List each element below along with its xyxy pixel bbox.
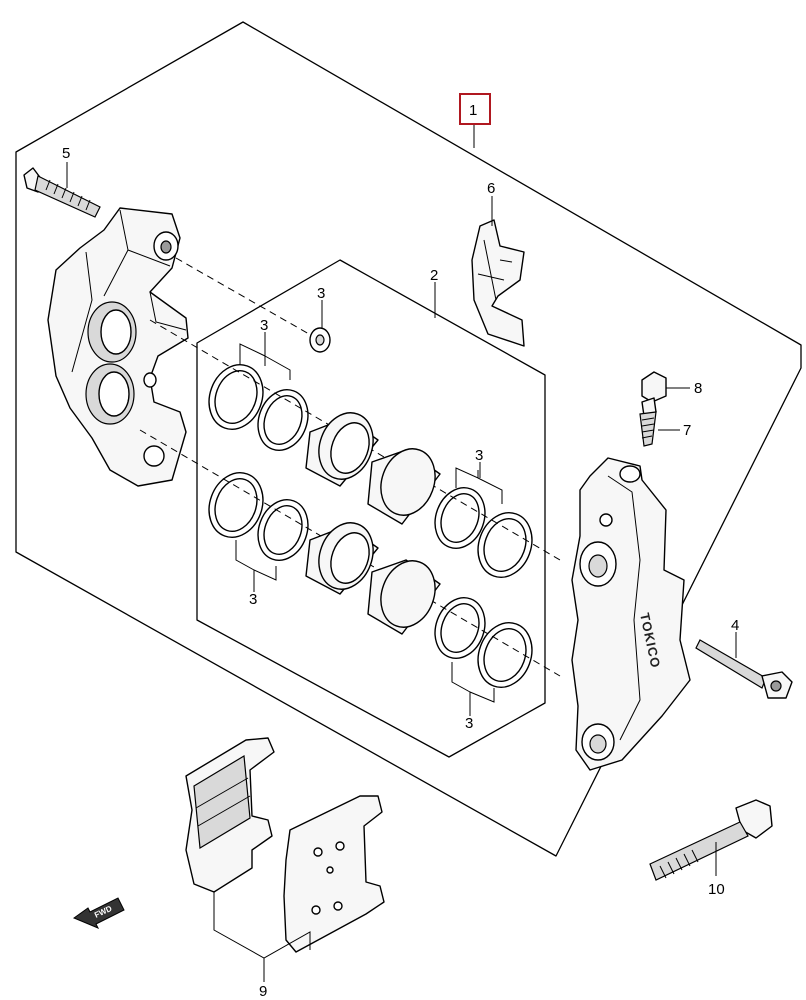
label-part-2[interactable]: 2	[430, 267, 438, 284]
alignment-line-1	[175, 257, 317, 339]
bracket-seals-top-right	[455, 467, 503, 504]
piston-upper-2[interactable]	[367, 441, 444, 525]
bleeder-cap-part-8[interactable]	[641, 371, 667, 403]
label-part-10[interactable]: 10	[708, 881, 725, 898]
assembly-outline	[15, 21, 802, 857]
piston-lower-1[interactable]	[305, 515, 382, 597]
brake-pad-rear-part-9[interactable]	[283, 795, 385, 953]
seal-rings-upper-left[interactable]	[200, 357, 316, 457]
left-caliper-body[interactable]	[47, 207, 189, 487]
label-part-3-washer[interactable]: 3	[317, 285, 325, 302]
seal-rings-lower-left[interactable]	[200, 465, 316, 567]
washer-part-3[interactable]	[309, 327, 331, 353]
seal-rings-lower-right[interactable]	[427, 591, 541, 695]
label-part-5[interactable]: 5	[62, 145, 70, 162]
pin-bolt-part-4[interactable]	[695, 639, 793, 699]
bleeder-valve-part-7[interactable]	[639, 397, 657, 447]
leader-9	[213, 892, 311, 982]
part-1-highlight-box	[459, 93, 491, 125]
piston-lower-2[interactable]	[367, 553, 444, 635]
brake-pad-front-part-9[interactable]	[185, 737, 275, 893]
right-caliper-body[interactable]: TOKICO	[571, 457, 691, 771]
bolt-part-5[interactable]	[23, 167, 101, 218]
seal-kit-outline	[196, 259, 546, 758]
seal-rings-upper-right[interactable]	[427, 481, 541, 585]
pad-spring-part-6[interactable]	[471, 219, 525, 347]
bracket-seals-bottom-left	[235, 540, 277, 581]
bracket-seals-bottom-right	[451, 662, 495, 704]
label-part-3-bottom-right[interactable]: 3	[465, 715, 473, 732]
label-part-8[interactable]: 8	[694, 380, 702, 397]
label-part-1[interactable]: 1	[469, 102, 477, 119]
piston-upper-1[interactable]	[305, 405, 382, 487]
label-part-4[interactable]: 4	[731, 617, 739, 634]
label-part-9[interactable]: 9	[259, 983, 267, 1000]
label-part-3-top-right[interactable]: 3	[475, 447, 483, 464]
label-part-3-top-left[interactable]: 3	[260, 317, 268, 334]
label-part-3-bottom-left[interactable]: 3	[249, 591, 257, 608]
label-part-6[interactable]: 6	[487, 180, 495, 197]
fwd-arrow-icon: FWD	[72, 897, 125, 929]
bracket-seals-top-left	[239, 343, 291, 380]
mounting-bolt-part-10[interactable]	[649, 799, 773, 881]
label-part-7[interactable]: 7	[683, 422, 691, 439]
